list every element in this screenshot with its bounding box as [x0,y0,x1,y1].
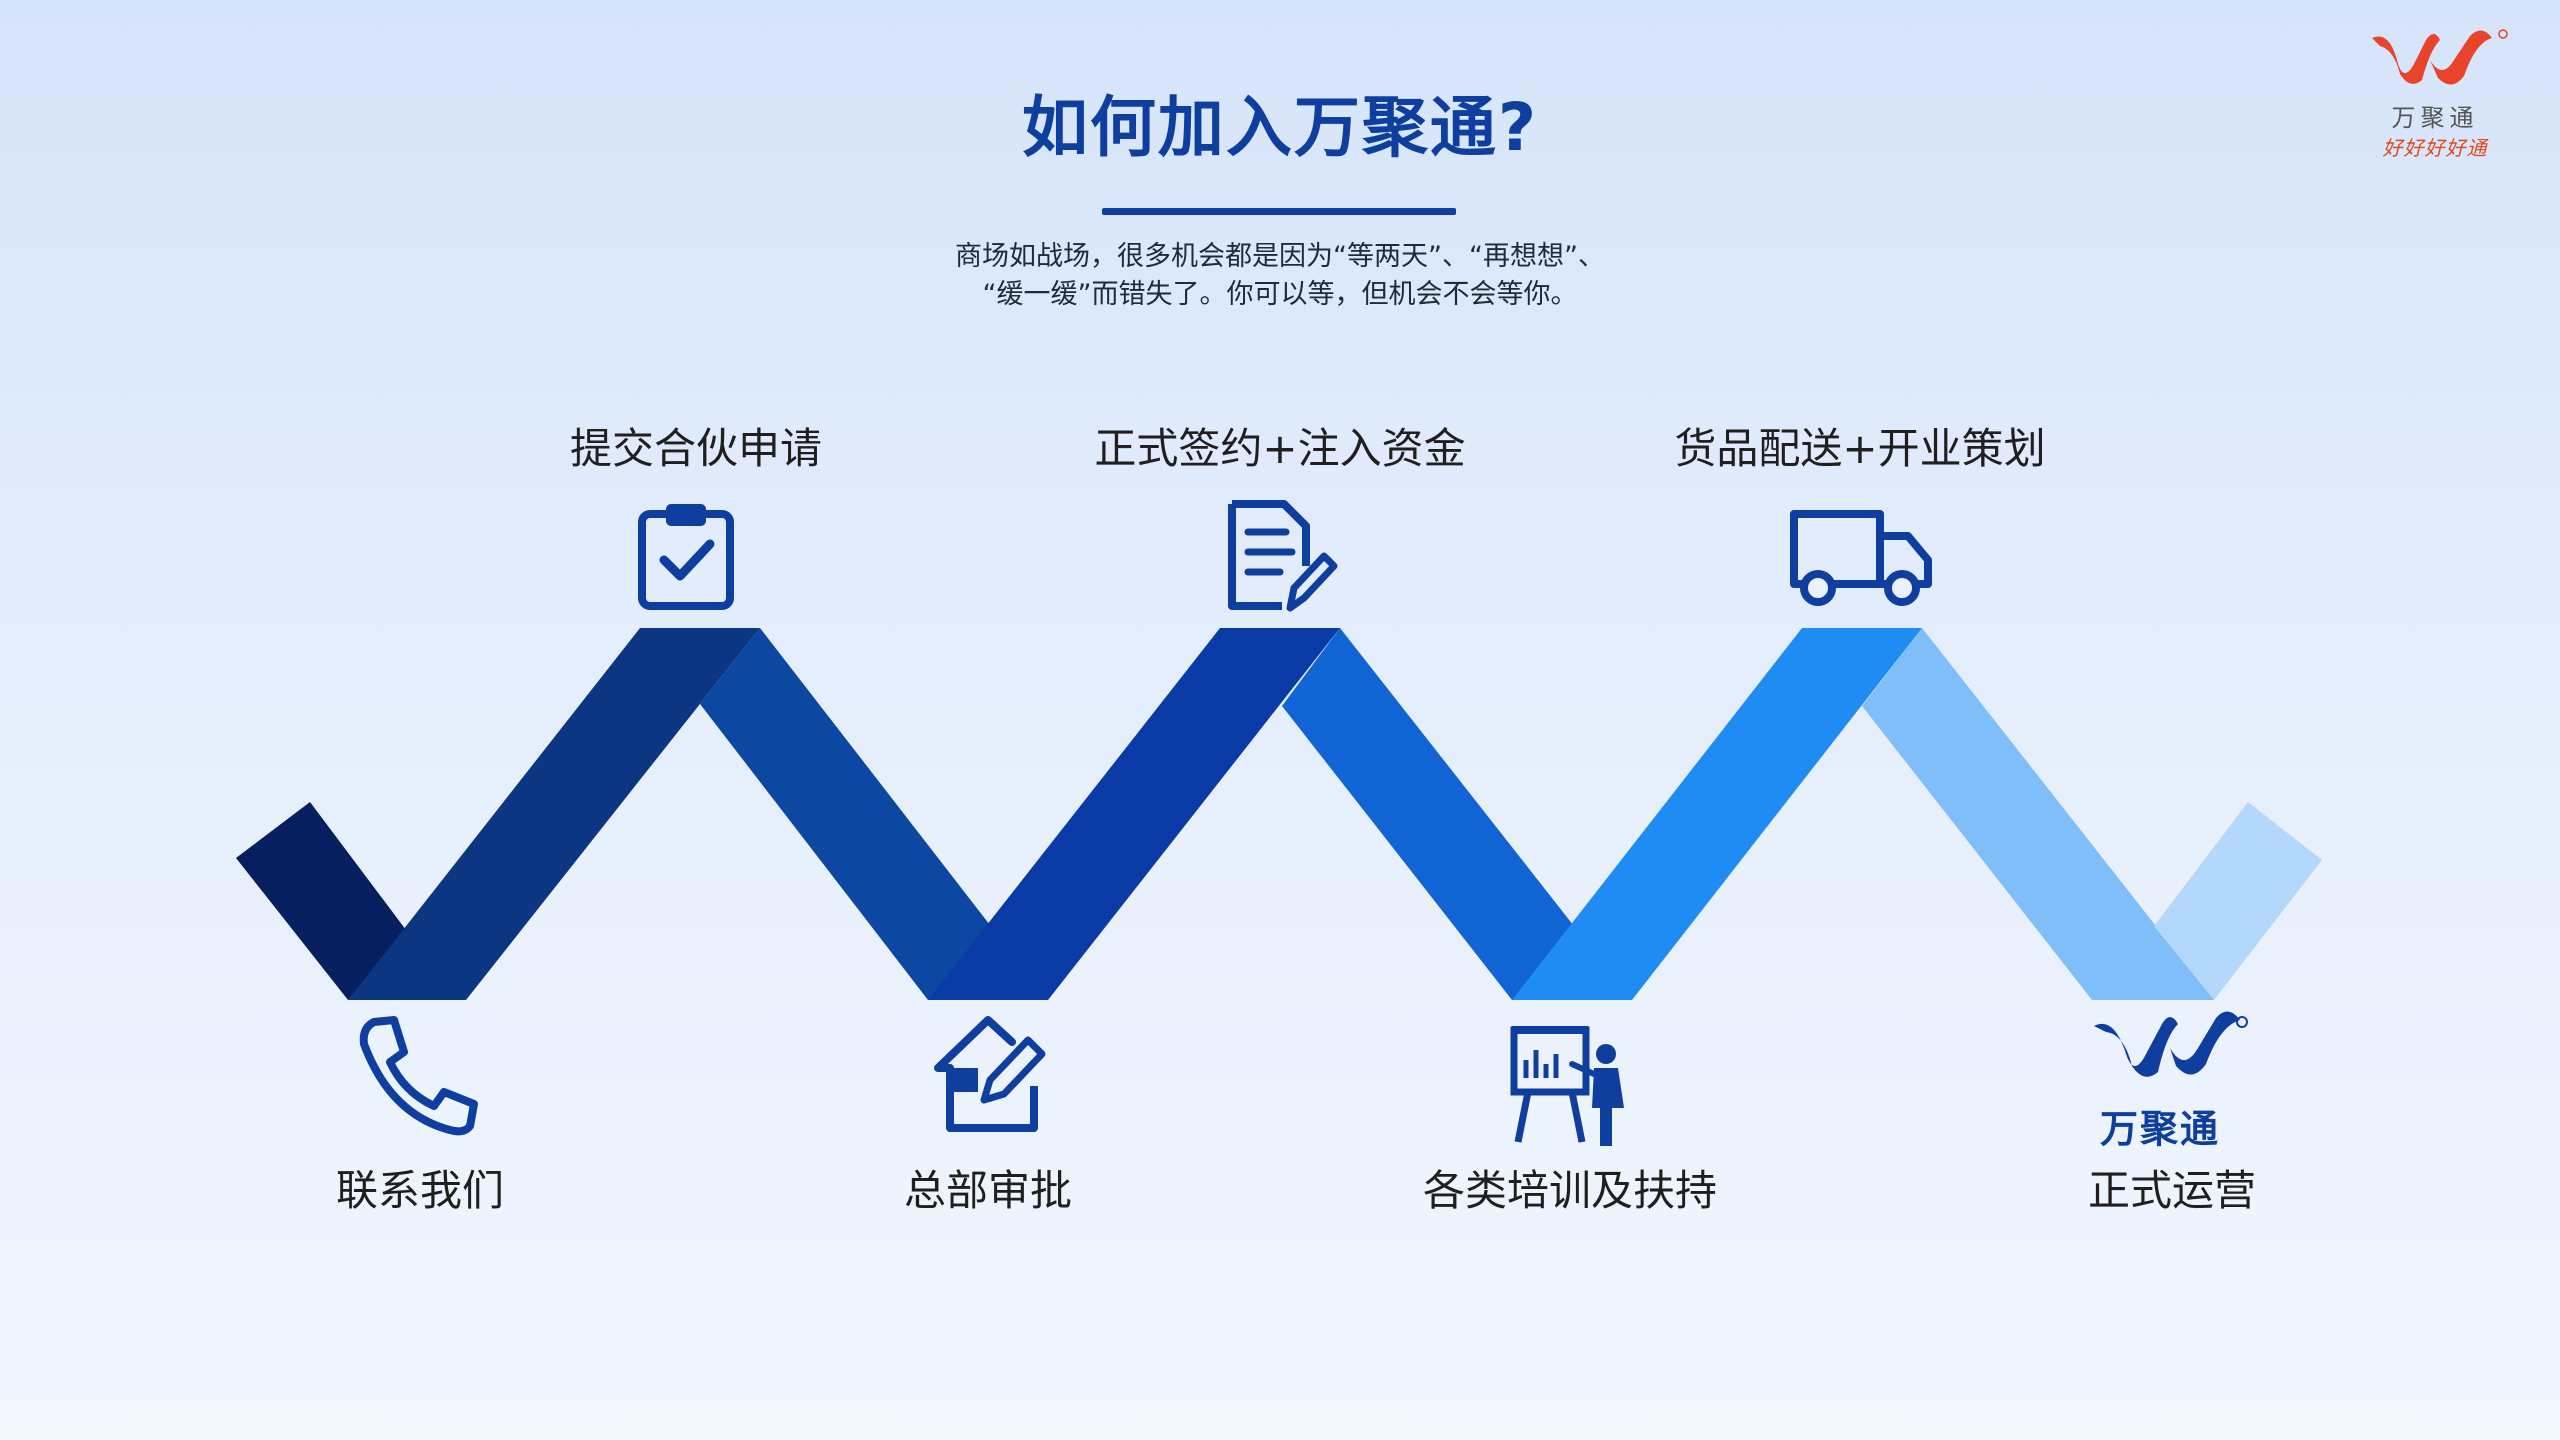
zigzag-segment-3 [700,628,1048,1000]
final-logo-name: 万聚通 [2099,1107,2220,1151]
step-label-apply: 提交合伙申请 [569,424,822,473]
intro-line-1: 商场如战场，很多机会都是因为“等两天”、“再想想”、 [955,241,1605,272]
step-label-contact: 联系我们 [335,1166,504,1215]
document-pen-icon [1228,500,1338,612]
clipboard-check-icon [638,504,734,610]
phone-icon [359,1016,478,1136]
page-title: 如何加入万聚通? [1021,89,1539,166]
zigzag-segment-8 [2154,802,2322,1000]
step-label-training: 各类培训及扶持 [1422,1166,1717,1215]
truck-icon [1790,510,1932,606]
zigzag-segment-2 [348,628,760,1000]
corner-logo: 万聚通 好好好好通 [2360,20,2510,170]
zigzag-segment-1 [236,802,406,1000]
step-label-delivery: 货品配送+开业策划 [1674,424,2046,473]
zigzag-segment-6 [1512,628,1922,1000]
brand-logo-icon [2372,29,2508,85]
brand-logo-icon [2094,1011,2248,1077]
zigzag-segment-4 [928,628,1340,1000]
step-label-contract: 正式签约+注入资金 [1094,424,1466,473]
zigzag-segment-7 [1862,628,2214,1000]
house-pen-icon [934,1016,1046,1132]
intro-line-2: “缓一缓”而错失了。你可以等，但机会不会等你。 [982,279,1578,310]
corner-slogan: 好好好好通 [2382,136,2488,160]
intro-text: 商场如战场，很多机会都是因为“等两天”、“再想想”、 “缓一缓”而错失了。你可以… [0,238,2560,314]
corner-brand-name: 万聚通 [2391,104,2479,132]
zigzag-segment-5 [1282,628,1632,1000]
step-label-approval: 总部审批 [903,1166,1072,1215]
title-underline [1102,208,1456,215]
step-label-operation: 正式运营 [2087,1166,2256,1215]
training-presenter-icon [1510,1026,1624,1146]
